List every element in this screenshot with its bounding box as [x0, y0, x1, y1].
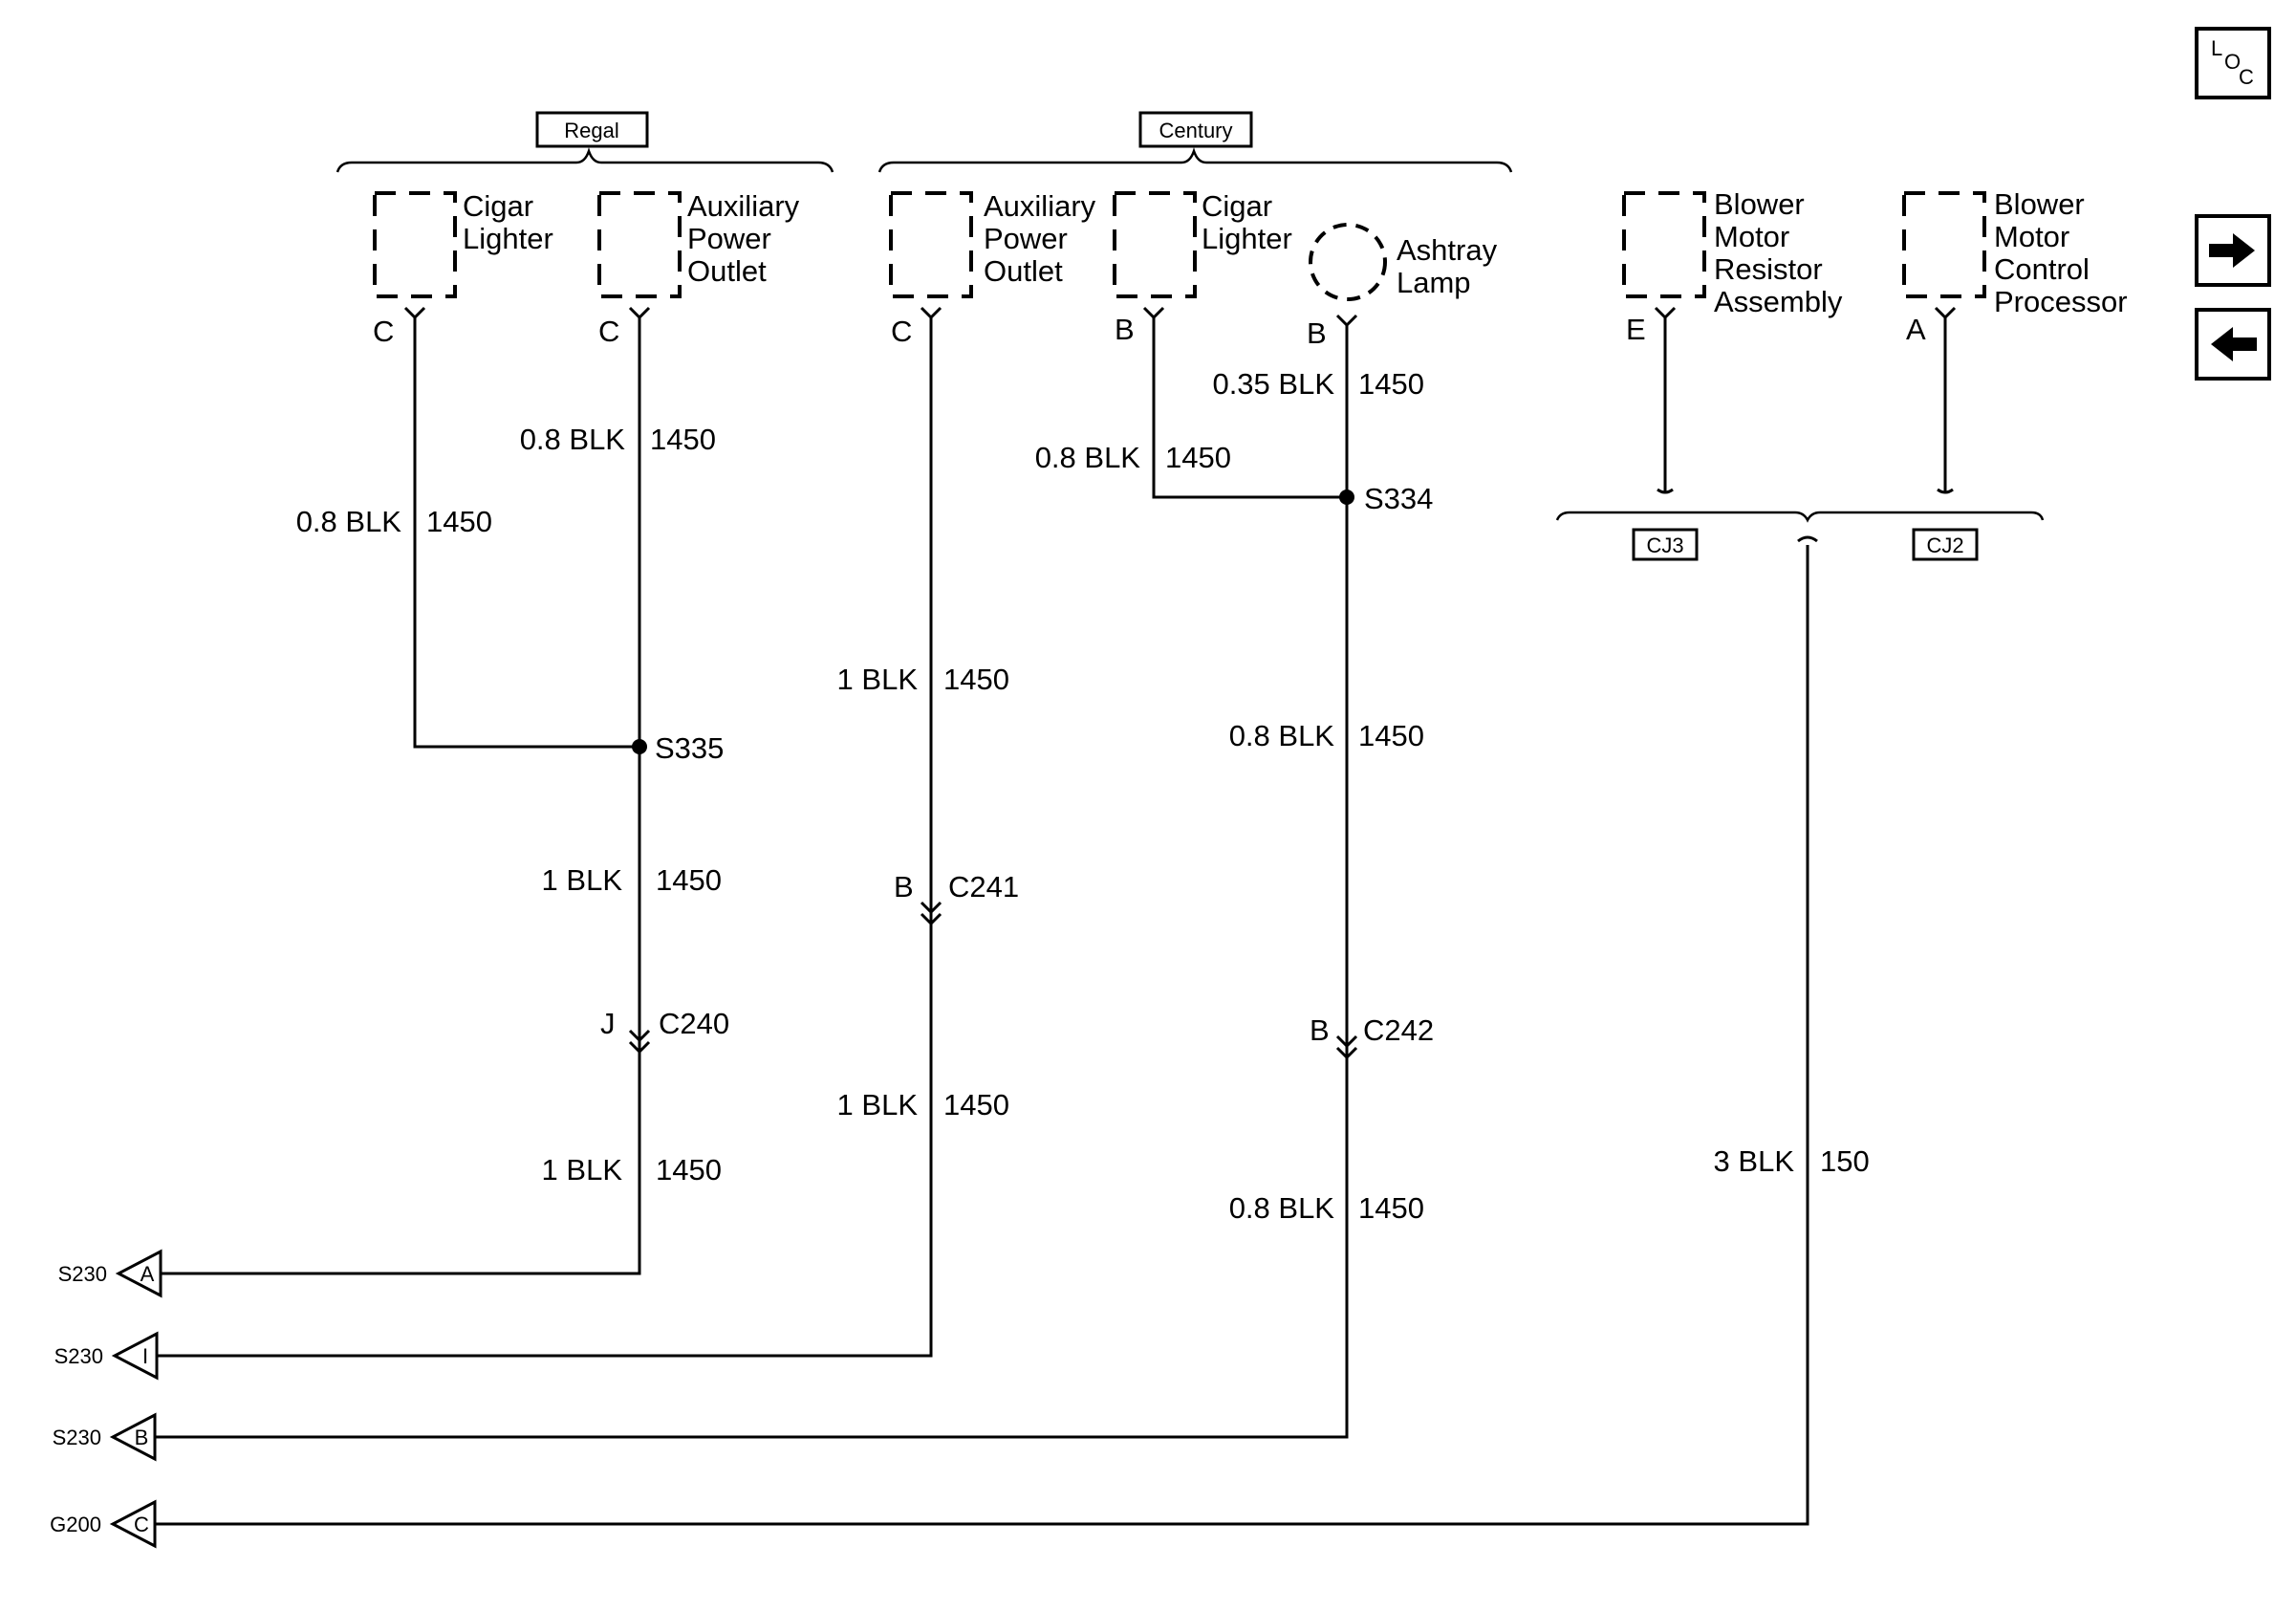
wire-gauge-blower-ground: 3 BLK [1714, 1144, 1795, 1178]
regal-cigar-lighter-label-2: Lighter [463, 222, 553, 255]
pin-century-cigar: B [1115, 313, 1135, 346]
harness-junction: CJ3 CJ2 [1555, 488, 2045, 561]
blower-resistor-label-3: Resistor [1714, 252, 1823, 286]
arrow-right-icon [2209, 233, 2255, 268]
ground-pin-i: I [142, 1344, 148, 1368]
splice-s335-label: S335 [655, 731, 724, 765]
wire-circuit-regal-cigar: 1450 [426, 505, 492, 538]
pin-c242: B [1310, 1013, 1330, 1047]
ground-label-s230-a: S230 [58, 1262, 107, 1286]
blower-resistor-label-2: Motor [1714, 220, 1789, 253]
ground-label-s230-b: S230 [53, 1426, 101, 1449]
blower-processor-label-1: Blower [1994, 187, 2085, 221]
regal-aux-outlet-box [597, 191, 682, 298]
next-page-button[interactable] [2195, 214, 2271, 287]
wire-circuit-c240-s230: 1450 [656, 1153, 722, 1186]
wire-circuit-c241-s230: 1450 [943, 1088, 1009, 1121]
pin-ashtray-lamp: B [1307, 316, 1327, 350]
wire-gauge-century-cigar: 0.8 BLK [1035, 441, 1141, 474]
wire-circuit-century-aux: 1450 [943, 663, 1009, 696]
wire-gauge-regal-aux: 0.8 BLK [520, 423, 626, 456]
wire-circuit-century-cigar: 1450 [1165, 441, 1231, 474]
century-aux-outlet-label-3: Outlet [984, 254, 1063, 288]
ground-terminal-s230-i: I S230 [54, 1331, 159, 1381]
ground-pin-b: B [135, 1426, 149, 1449]
century-group: Century [877, 111, 1513, 173]
ground-label-g200: G200 [50, 1513, 101, 1536]
wires [155, 317, 1947, 1526]
blower-resistor-label-4: Assembly [1714, 285, 1843, 318]
pin-regal-cigar: C [373, 315, 394, 348]
wire-gauge-c240-s230: 1 BLK [542, 1153, 623, 1186]
ground-terminal-s230-a: A S230 [58, 1249, 162, 1298]
wire-gauge-ashtray-lamp: 0.35 BLK [1212, 367, 1334, 401]
pin-century-aux: C [891, 315, 912, 348]
ground-pin-a: A [141, 1262, 155, 1286]
regal-aux-outlet-label-2: Power [687, 222, 771, 255]
blower-processor-label-4: Processor [1994, 285, 2128, 318]
century-cigar-lighter-box [1113, 191, 1197, 298]
loc-letter-o: O [2224, 50, 2241, 74]
ground-pin-c: C [134, 1513, 149, 1536]
regal-aux-outlet-label-1: Auxiliary [687, 189, 800, 223]
pin-blower-resistor: E [1626, 313, 1646, 346]
wire-circuit-regal-aux: 1450 [650, 423, 716, 456]
arrow-left-icon [2211, 327, 2257, 361]
century-aux-outlet-label-2: Power [984, 222, 1068, 255]
pin-regal-aux: C [598, 315, 619, 348]
regal-cigar-lighter-label-1: Cigar [463, 189, 533, 223]
ashtray-lamp-label-2: Lamp [1397, 266, 1471, 299]
century-aux-outlet-label-1: Auxiliary [984, 189, 1096, 223]
century-label: Century [1159, 119, 1232, 142]
wire-circuit-s334-c242: 1450 [1358, 719, 1424, 752]
ground-label-s230-i: S230 [54, 1344, 103, 1368]
wire-gauge-c241-s230: 1 BLK [837, 1088, 919, 1121]
ashtray-lamp-bulb [1309, 223, 1387, 301]
pin-blower-processor: A [1906, 313, 1926, 346]
connector-c241-label: C241 [948, 870, 1019, 903]
wire-gauge-s334-c242: 0.8 BLK [1229, 719, 1335, 752]
pin-c240: J [600, 1007, 616, 1040]
century-cigar-lighter-label-2: Lighter [1202, 222, 1292, 255]
loc-letter-l: L [2211, 36, 2222, 60]
wire-gauge-c242-s230: 0.8 BLK [1229, 1191, 1335, 1225]
regal-cigar-lighter-box [373, 191, 457, 298]
blower-processor-box [1902, 191, 1986, 298]
regal-group: Regal [336, 111, 834, 173]
loc-letter-c: C [2239, 65, 2254, 89]
pin-c241: B [894, 870, 914, 903]
regal-label: Regal [564, 119, 618, 142]
blower-resistor-box [1622, 191, 1706, 298]
wire-circuit-c242-s230: 1450 [1358, 1191, 1424, 1225]
century-aux-outlet-box [889, 191, 973, 298]
wire-circuit-blower-ground: 150 [1820, 1144, 1870, 1178]
splice-s334-label: S334 [1364, 482, 1433, 515]
previous-page-button[interactable] [2195, 308, 2271, 381]
wire-circuit-ashtray-lamp: 1450 [1358, 367, 1424, 401]
wire-gauge-s335-c240: 1 BLK [542, 863, 623, 897]
ground-terminal-s230-b: B S230 [53, 1412, 157, 1462]
blower-processor-label-2: Motor [1994, 220, 2069, 253]
wire-gauge-regal-cigar: 0.8 BLK [296, 505, 402, 538]
connector-c242-label: C242 [1363, 1013, 1434, 1047]
locator-button[interactable]: L O C [2195, 27, 2271, 99]
blower-resistor-label-1: Blower [1714, 187, 1805, 221]
blower-processor-label-3: Control [1994, 252, 2090, 286]
connector-forks [628, 901, 1358, 1060]
wire-gauge-century-aux: 1 BLK [837, 663, 919, 696]
ashtray-lamp-label-1: Ashtray [1397, 233, 1498, 267]
cj2-label: CJ2 [1926, 533, 1963, 557]
wire-circuit-s335-c240: 1450 [656, 863, 722, 897]
splice-s334-dot [1339, 490, 1354, 505]
century-cigar-lighter-label-1: Cigar [1202, 189, 1272, 223]
ground-terminal-g200-c: C G200 [50, 1499, 157, 1549]
regal-aux-outlet-label-3: Outlet [687, 254, 767, 288]
cj3-label: CJ3 [1646, 533, 1683, 557]
connector-c240-label: C240 [659, 1007, 729, 1040]
splice-s335-dot [632, 739, 647, 754]
